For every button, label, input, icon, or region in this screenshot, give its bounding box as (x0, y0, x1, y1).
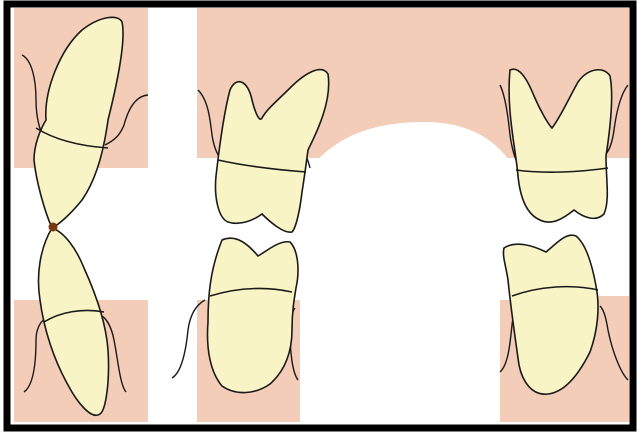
gap-strip (148, 8, 197, 424)
contact-point-dot (49, 223, 58, 232)
edentulous-space (310, 122, 516, 300)
